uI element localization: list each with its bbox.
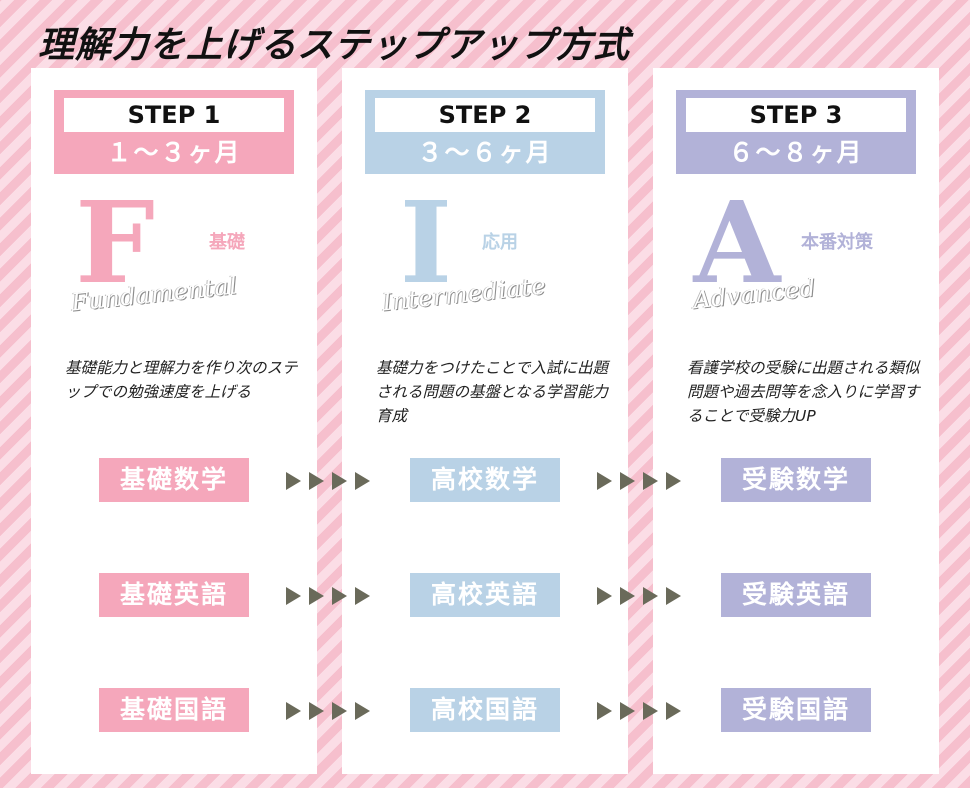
step-description: 看護学校の受験に出題される類似問題や過去問等を念入りに学習することで受験力UP	[687, 359, 920, 425]
step-description: 基礎力をつけたことで入試に出題される問題の基盤となる学習能力育成	[376, 359, 609, 425]
big-letter-i: I	[399, 178, 453, 309]
subject-badge: 受験国語	[721, 688, 871, 732]
step-header: STEP 1 １～３ヶ月	[54, 90, 294, 174]
arrow-icon	[597, 701, 687, 721]
step-2-column: STEP 2 ３～６ヶ月 I 応用 Intermediate 基礎力をつけたこと…	[342, 68, 628, 774]
step-category: 本番対策	[801, 232, 873, 253]
subject-badge: 基礎数学	[99, 458, 249, 502]
step-3-column: STEP 3 ６～８ヶ月 A 本番対策 Advanced 看護学校の受験に出題さ…	[653, 68, 939, 774]
step-description: 基礎能力と理解力を作り次のステップでの勉強速度を上げる	[65, 359, 298, 401]
step-label: STEP 3	[686, 98, 906, 132]
step-header: STEP 2 ３～６ヶ月	[365, 90, 605, 174]
big-letter-f: F	[75, 178, 155, 309]
step-label: STEP 2	[375, 98, 595, 132]
arrow-icon	[286, 471, 376, 491]
page-title: 理解力を上げるステップアップ方式	[38, 25, 631, 66]
step-label: STEP 1	[64, 98, 284, 132]
step-period: ６～８ヶ月	[728, 138, 864, 167]
subject-badge: 高校英語	[410, 573, 560, 617]
big-letter-a: A	[693, 178, 781, 309]
step-category: 基礎	[209, 232, 245, 253]
step-category: 応用	[482, 232, 518, 253]
step-period: ３～６ヶ月	[417, 138, 553, 167]
arrow-icon	[286, 701, 376, 721]
subject-badge: 基礎国語	[99, 688, 249, 732]
step-1-column: STEP 1 １～３ヶ月 F 基礎 Fundamental 基礎能力と理解力を作…	[31, 68, 317, 774]
subject-badge: 受験数学	[721, 458, 871, 502]
arrow-icon	[597, 586, 687, 606]
subject-badge: 高校数学	[410, 458, 560, 502]
arrow-icon	[286, 586, 376, 606]
subject-badge: 受験英語	[721, 573, 871, 617]
step-header: STEP 3 ６～８ヶ月	[676, 90, 916, 174]
step-period: １～３ヶ月	[106, 138, 242, 167]
arrow-icon	[597, 471, 687, 491]
subject-badge: 基礎英語	[99, 573, 249, 617]
subject-badge: 高校国語	[410, 688, 560, 732]
